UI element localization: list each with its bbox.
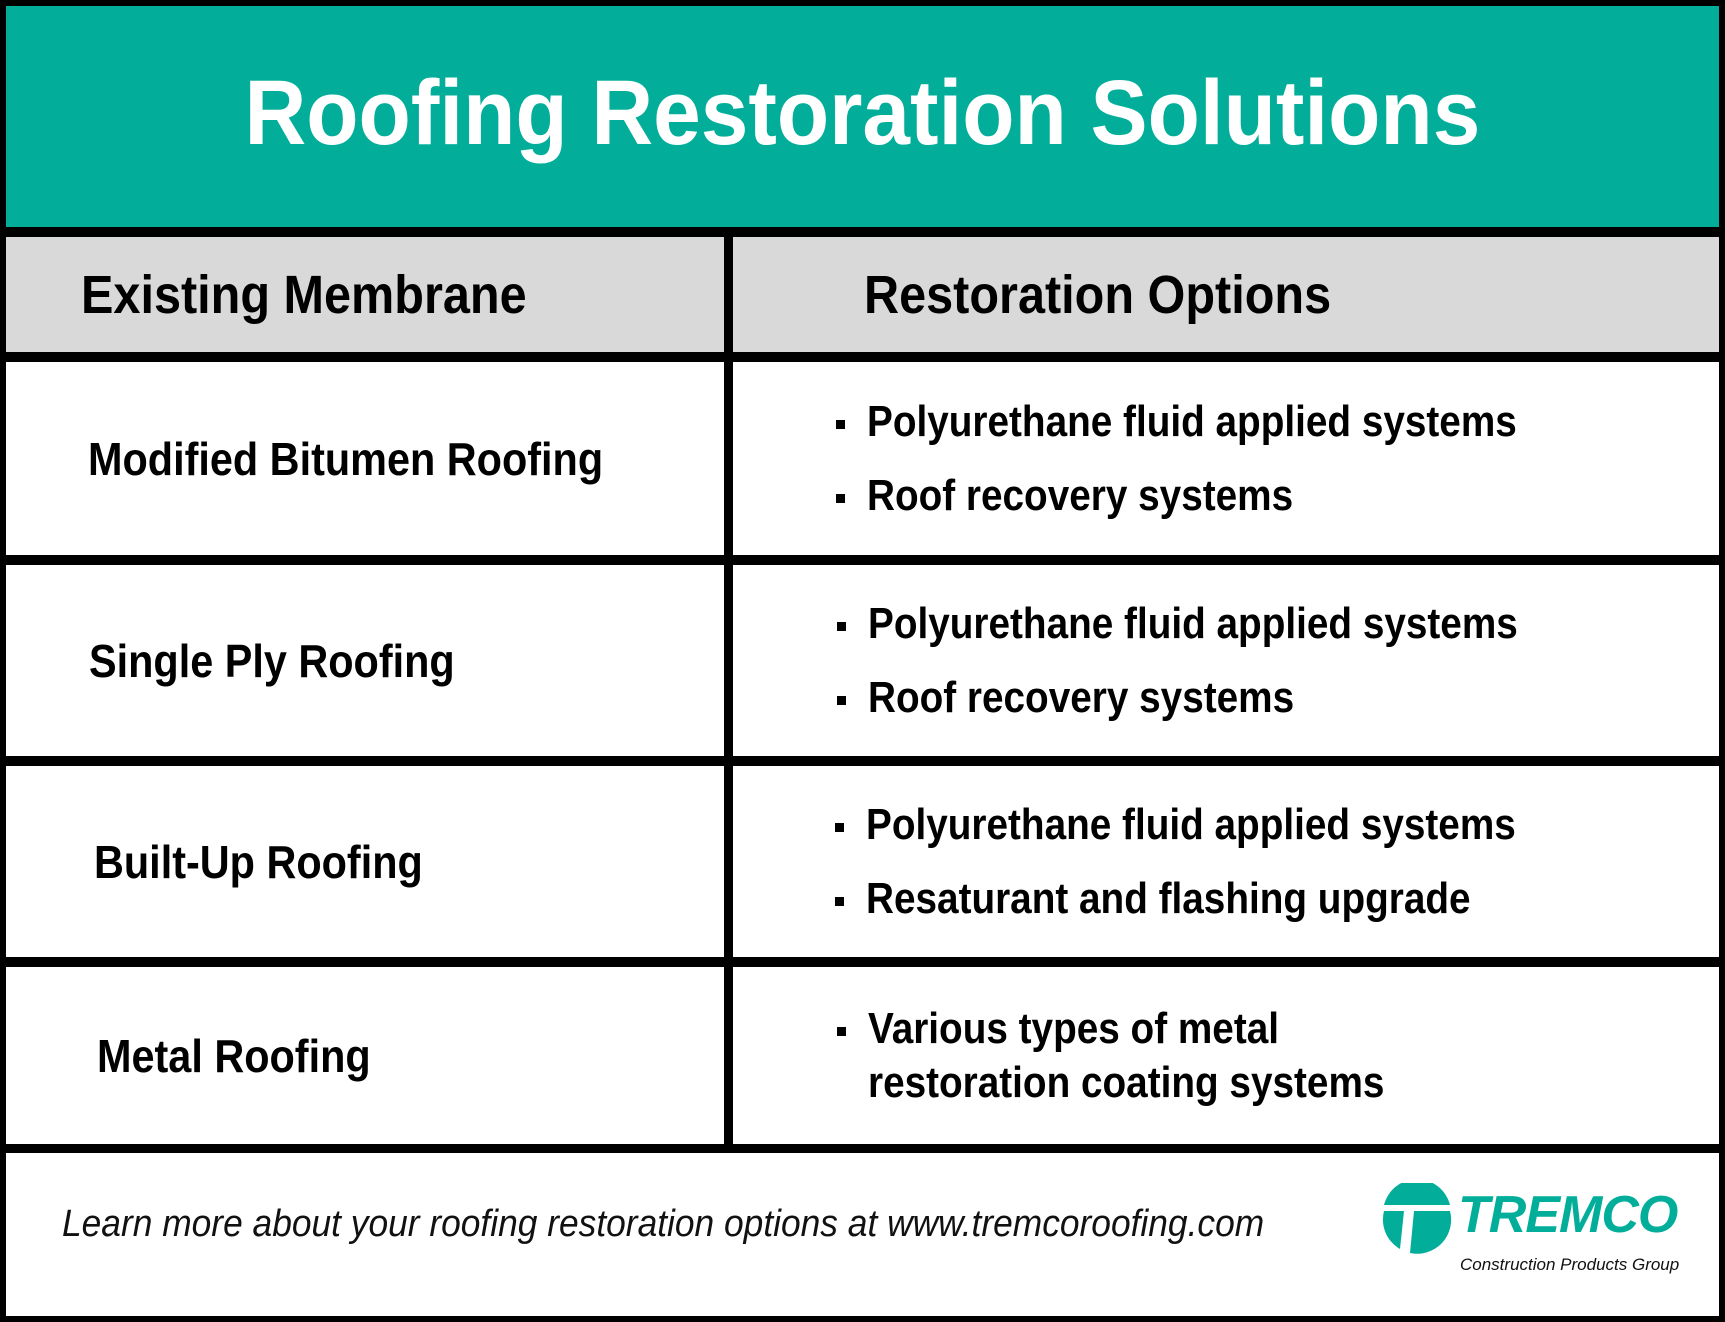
table-row-options: Polyurethane fluid applied systems Roof … — [733, 362, 1719, 555]
bullet-icon — [835, 896, 844, 906]
column-header-membrane-label: Existing Membrane — [81, 264, 527, 325]
membrane-label: Built-Up Roofing — [94, 835, 423, 888]
option-item: Polyurethane fluid applied systems — [835, 798, 1604, 852]
options-list: Polyurethane fluid applied systems Roof … — [836, 395, 1605, 523]
options-list: Various types of metal restoration coati… — [837, 1002, 1457, 1110]
bullet-icon — [837, 1026, 846, 1036]
options-list: Polyurethane fluid applied systems Roof … — [837, 597, 1606, 725]
logo-tagline: Construction Products Group — [1460, 1255, 1680, 1274]
membrane-label: Single Ply Roofing — [89, 634, 455, 687]
table-row-options: Polyurethane fluid applied systems Roof … — [733, 565, 1719, 756]
logo-wordmark: TREMCO — [1458, 1186, 1678, 1244]
table-row-membrane: Single Ply Roofing — [6, 565, 724, 756]
bullet-icon — [836, 419, 845, 429]
title-banner: Roofing Restoration Solutions — [6, 6, 1719, 227]
bullet-icon — [837, 695, 846, 705]
table-row-membrane: Metal Roofing — [6, 967, 724, 1144]
table-row-options: Various types of metal restoration coati… — [733, 967, 1719, 1144]
tremco-t-logo-icon — [1382, 1183, 1452, 1254]
bullet-icon — [837, 621, 846, 631]
option-item: Polyurethane fluid applied systems — [836, 395, 1605, 449]
footer-link-text[interactable]: Learn more about your roofing restoratio… — [62, 1203, 1265, 1245]
membrane-label: Metal Roofing — [97, 1029, 371, 1082]
bullet-icon — [835, 822, 844, 832]
option-item: Roof recovery systems — [836, 469, 1605, 523]
option-item: Various types of metal restoration coati… — [837, 1002, 1457, 1110]
membrane-label: Modified Bitumen Roofing — [88, 432, 604, 485]
column-header-options-label: Restoration Options — [864, 264, 1332, 325]
bullet-icon — [836, 493, 845, 503]
options-list: Polyurethane fluid applied systems Resat… — [835, 798, 1604, 926]
table-row-membrane: Modified Bitumen Roofing — [6, 362, 724, 555]
table-row-options: Polyurethane fluid applied systems Resat… — [733, 766, 1719, 957]
table-row-membrane: Built-Up Roofing — [6, 766, 724, 957]
footer: Learn more about your roofing restoratio… — [6, 1153, 1719, 1316]
option-item: Roof recovery systems — [837, 671, 1606, 725]
page-title: Roofing Restoration Solutions — [244, 62, 1481, 164]
column-header-options: Restoration Options — [733, 237, 1719, 352]
option-item: Polyurethane fluid applied systems — [837, 597, 1606, 651]
tremco-logo[interactable]: TREMCO Construction Products Group — [1380, 1183, 1690, 1293]
column-header-membrane: Existing Membrane — [6, 237, 724, 352]
option-item: Resaturant and flashing upgrade — [835, 872, 1604, 926]
